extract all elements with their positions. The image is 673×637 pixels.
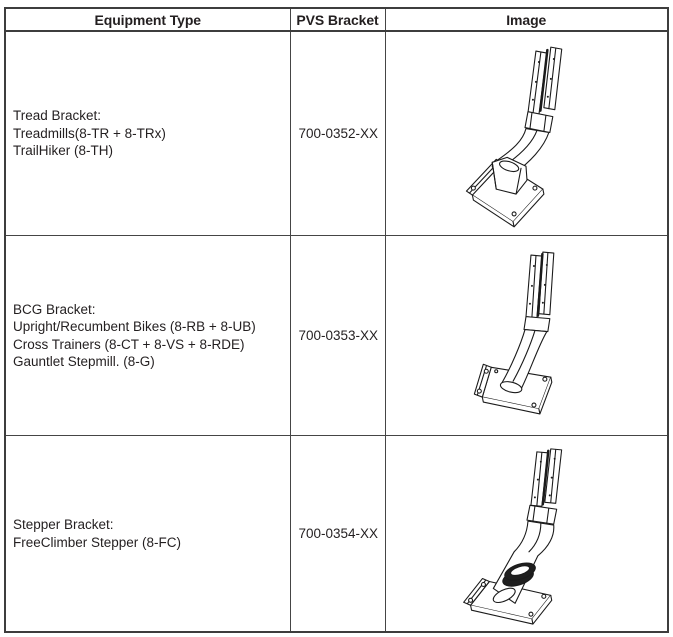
stepper-bracket-drawing-icon (463, 447, 563, 625)
table-header-row: Equipment Type PVS Bracket Image (4, 7, 669, 32)
pvs-bracket-number: 700-0353-XX (298, 328, 379, 343)
equipment-line: Treadmills(8-TR + 8-TRx) (13, 125, 166, 141)
pvs-bracket-number: 700-0352-XX (298, 126, 379, 141)
column-header-equipment-type: Equipment Type (4, 7, 291, 32)
pvs-bracket-number: 700-0354-XX (298, 526, 379, 541)
pvs-bracket-table: Equipment Type PVS Bracket Image Tread B… (4, 7, 669, 633)
table-row-stepper-bracket: Stepper Bracket: FreeClimber Stepper (8-… (4, 435, 669, 633)
image-cell (384, 235, 669, 436)
bcg-bracket-drawing-icon (474, 251, 555, 414)
table-row-tread-bracket: Tread Bracket: Treadmills(8-TR + 8-TRx) … (4, 30, 669, 236)
equipment-line: TrailHiker (8-TH) (13, 143, 113, 159)
equipment-line: FreeClimber Stepper (8-FC) (13, 534, 182, 550)
equipment-type-cell: BCG Bracket: Upright/Recumbent Bikes (8-… (4, 235, 291, 436)
equipment-type-cell: Tread Bracket: Treadmills(8-TR + 8-TRx) … (4, 30, 291, 236)
equipment-type-cell: Stepper Bracket: FreeClimber Stepper (8-… (4, 435, 291, 633)
tread-bracket-drawing-icon (466, 46, 563, 227)
column-header-image: Image (384, 7, 669, 32)
image-cell (384, 435, 669, 633)
equipment-line: Upright/Recumbent Bikes (8-RB + 8-UB) (13, 319, 256, 334)
table-row-bcg-bracket: BCG Bracket: Upright/Recumbent Bikes (8-… (4, 235, 669, 436)
pvs-bracket-cell: 700-0353-XX (289, 235, 386, 436)
equipment-line: Gauntlet Stepmill. (8-G) (13, 354, 155, 369)
equipment-title: Tread Bracket: (13, 108, 102, 124)
image-cell (384, 30, 669, 236)
pvs-bracket-cell: 700-0354-XX (289, 435, 386, 633)
equipment-title: Stepper Bracket: (13, 517, 114, 532)
column-header-pvs-bracket: PVS Bracket (289, 7, 386, 32)
equipment-line: Cross Trainers (8-CT + 8-VS + 8-RDE) (13, 336, 245, 352)
equipment-title: BCG Bracket: (13, 301, 96, 317)
pvs-bracket-cell: 700-0352-XX (289, 30, 386, 236)
